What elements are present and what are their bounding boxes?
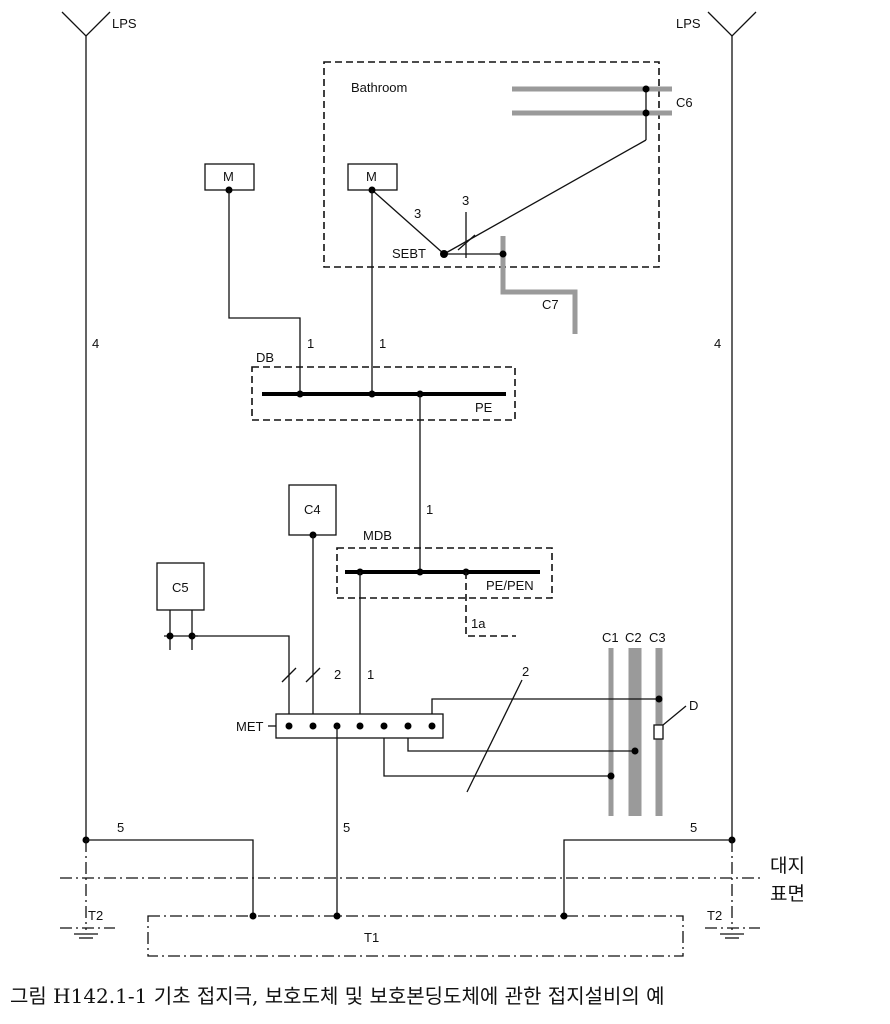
conductor-3-label-b: 3 [462,193,469,208]
conductor-1-met-label: 1 [367,667,374,682]
conductor-5-right-label: 5 [690,820,697,835]
c6-label: C6 [676,95,693,110]
conductor-1-label-a: 1 [307,336,314,351]
db-label: DB [256,350,274,365]
c7-label: C7 [542,297,559,312]
c5-part [156,562,205,611]
insulating-piece-d [653,724,664,740]
t2-right-electrode [705,927,760,939]
equipment-m-right-label: M [366,169,377,184]
sebt-label: SEBT [392,246,426,261]
c2-label: C2 [625,630,642,645]
pe-label: PE [475,400,493,415]
conductor-3-label-a: 3 [414,206,421,221]
conductor-5-left-label: 5 [117,820,124,835]
sebt-terminal [440,250,448,258]
c3-label: C3 [649,630,666,645]
conductor-1-label-b: 1 [379,336,386,351]
t2-right-label: T2 [707,908,722,923]
equipment-m-left-label: M [223,169,234,184]
conductor-1-mdb-label: 1 [426,502,433,517]
conductor-2-label-a: 2 [334,667,341,682]
met-label: MET [236,719,264,734]
t1-foundation-electrode [147,915,684,957]
conductor-5-mid-label: 5 [343,820,350,835]
lps-left-label: LPS [112,16,137,31]
lps-right-label: LPS [676,16,701,31]
conductor-4-right-label: 4 [714,336,721,351]
c5-label: C5 [172,580,189,595]
conductor-1a-label: 1a [471,616,486,631]
lps-right-terminal [707,11,757,840]
mdb-label: MDB [363,528,392,543]
equipment-m-right [347,163,398,191]
t2-left-label: T2 [88,908,103,923]
c7-pipe [500,236,578,334]
ground-surface-label-1: 대지 [770,855,805,877]
pe-pen-label: PE/PEN [486,578,534,593]
figure-caption: 그림 H142.1-1 기초 접지극, 보호도체 및 보호본딩도체에 관한 접지… [10,984,665,1008]
ground-surface-label-2: 표면 [770,883,805,905]
c4-part [288,484,337,536]
lps-left-terminal [61,11,111,840]
db-enclosure [251,366,516,421]
t2-left-electrode [60,927,115,939]
c1-label: C1 [602,630,619,645]
bathroom-boundary [323,61,660,268]
conductor-2-label-b: 2 [522,664,529,679]
d-label: D [689,698,698,713]
t1-label: T1 [364,930,379,945]
bathroom-label: Bathroom [351,80,407,95]
conductor-4-left-label: 4 [92,336,99,351]
c4-label: C4 [304,502,321,517]
